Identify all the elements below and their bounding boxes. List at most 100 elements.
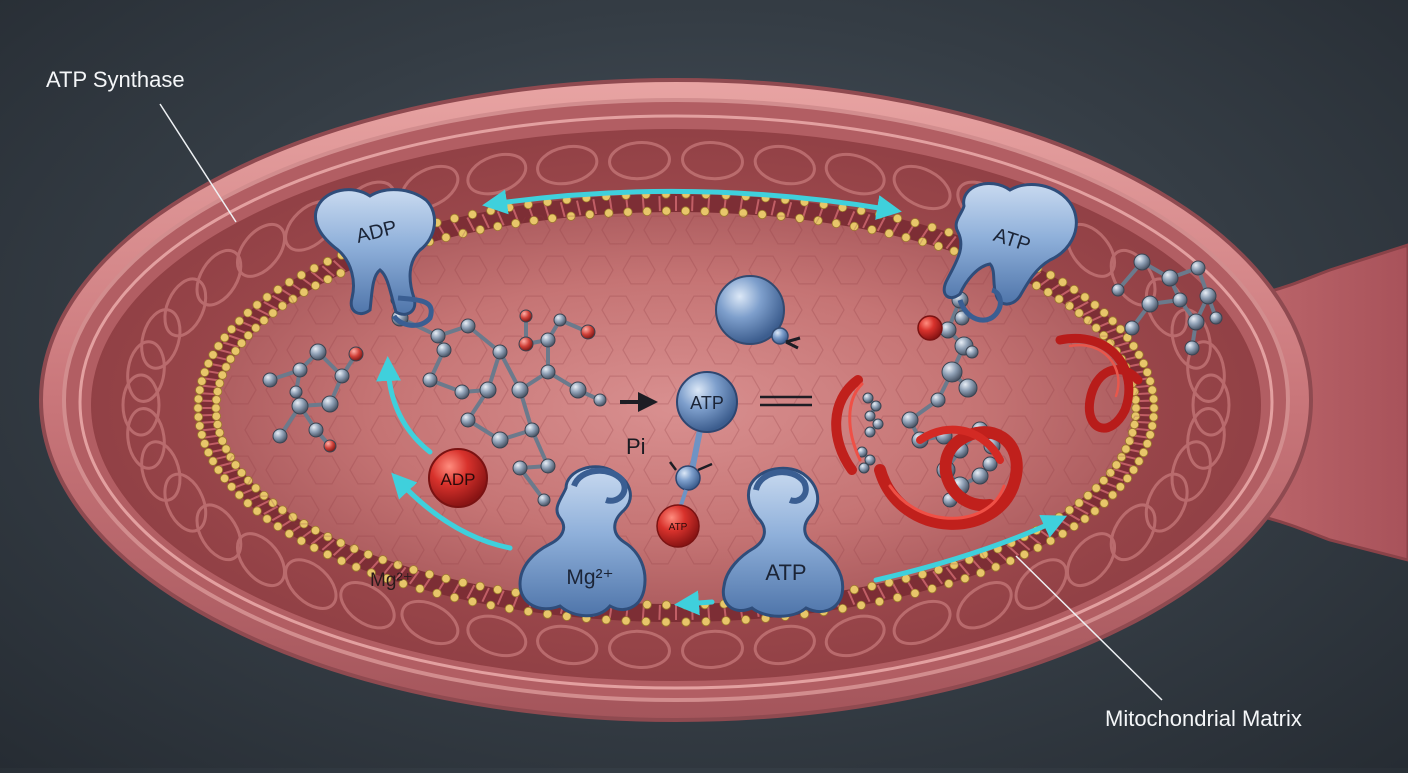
phospholipid-head <box>297 537 305 545</box>
atom <box>873 419 883 429</box>
phospholipid-head <box>1125 437 1133 445</box>
phospholipid-head <box>201 368 209 376</box>
phospholipid-head <box>934 242 942 250</box>
phospholipid-head <box>832 219 840 227</box>
atom <box>959 379 977 397</box>
phospholipid-head <box>237 339 245 347</box>
phospholipid-head <box>602 616 610 624</box>
phospholipid-head <box>1116 325 1124 333</box>
atom <box>461 319 475 333</box>
phosphate-ball <box>676 466 700 490</box>
phospholipid-head <box>1032 281 1040 289</box>
phospholipid-head <box>433 589 441 597</box>
phospholipid-head <box>1135 457 1143 465</box>
oxygen-atom <box>324 440 336 452</box>
phospholipid-head <box>278 302 286 310</box>
atp-synthase-label: ATP Synthase <box>46 67 185 92</box>
phospholipid-head <box>194 404 202 412</box>
phospholipid-head <box>300 288 308 296</box>
phospholipid-head <box>215 379 223 387</box>
phospholipid-head <box>1034 544 1042 552</box>
phospholipid-head <box>227 325 235 333</box>
phospholipid-head <box>850 585 858 593</box>
phospholipid-head <box>875 597 883 605</box>
mg-outer-label: Mg²⁺ <box>370 570 413 591</box>
atom <box>1134 254 1150 270</box>
atom <box>1191 261 1205 275</box>
atom <box>1188 314 1204 330</box>
atom <box>513 461 527 475</box>
atom <box>512 382 528 398</box>
phospholipid-head <box>1112 461 1120 469</box>
phospholipid-head <box>204 359 212 367</box>
atom <box>423 373 437 387</box>
phospholipid-head <box>624 208 632 216</box>
phospholipid-head <box>311 281 319 289</box>
phospholipid-head <box>662 618 670 626</box>
phospholipid-head <box>961 574 969 582</box>
phospholipid-head <box>285 530 293 538</box>
phospholipid-head <box>928 585 936 593</box>
phospholipid-head <box>1122 445 1130 453</box>
mitochondrial-matrix-label: Mitochondrial Matrix <box>1105 706 1302 731</box>
atom <box>865 427 875 437</box>
atom <box>554 314 566 326</box>
phospholipid-head <box>701 207 709 215</box>
phospholipid-head <box>222 445 230 453</box>
phospholipid-head <box>1091 507 1099 515</box>
phospholipid-head <box>214 466 222 474</box>
atom <box>983 457 997 471</box>
atom <box>322 396 338 412</box>
phospholipid-head <box>218 371 226 379</box>
phospholipid-head <box>231 347 239 355</box>
phospholipid-head <box>868 582 876 590</box>
phospholipid-head <box>1139 448 1147 456</box>
phospholipid-head <box>222 363 230 371</box>
phospholipid-head <box>323 550 331 558</box>
phospholipid-head <box>212 404 220 412</box>
phospholipid-head <box>1150 404 1158 412</box>
atom <box>1185 341 1199 355</box>
atp-small-label: ATP <box>669 522 688 533</box>
phospholipid-head <box>337 557 345 565</box>
atom <box>310 344 326 360</box>
phospholipid-head <box>1100 309 1108 317</box>
phospholipid-head <box>530 216 538 224</box>
atom <box>480 382 496 398</box>
phospholipid-head <box>278 506 286 514</box>
lipid-tail <box>692 196 693 211</box>
phospholipid-head <box>868 226 876 234</box>
phospholipid-head <box>662 207 670 215</box>
phospholipid-head <box>893 214 901 222</box>
phospholipid-head <box>720 208 728 216</box>
phospholipid-head <box>450 214 458 222</box>
phospholipid-head <box>1129 466 1137 474</box>
phospholipid-head <box>244 309 252 317</box>
phospholipid-head <box>586 210 594 218</box>
phospholipid-head <box>758 210 766 218</box>
atom <box>292 398 308 414</box>
phospholipid-head <box>226 355 234 363</box>
phospholipid-head <box>548 214 556 222</box>
phospholipid-head <box>213 420 221 428</box>
phospholipid-head <box>476 582 484 590</box>
phospholipid-head <box>1146 377 1154 385</box>
phospholipid-head <box>364 550 372 558</box>
phospholipid-head <box>1070 285 1078 293</box>
phospholipid-head <box>1148 386 1156 394</box>
phospholipid-head <box>260 316 268 324</box>
phospholipid-head <box>857 601 865 609</box>
phospholipid-head <box>323 257 331 265</box>
atom <box>493 345 507 359</box>
phospholipid-head <box>1091 301 1099 309</box>
phospholipid-head <box>311 526 319 534</box>
phospholipid-head <box>253 301 261 309</box>
phospholipid-head <box>263 515 271 523</box>
phospholipid-head <box>442 233 450 241</box>
phospholipid-head <box>838 604 846 612</box>
phospholipid-head <box>235 491 243 499</box>
phospholipid-head <box>235 317 243 325</box>
atom <box>972 468 988 484</box>
phospholipid-head <box>198 431 206 439</box>
